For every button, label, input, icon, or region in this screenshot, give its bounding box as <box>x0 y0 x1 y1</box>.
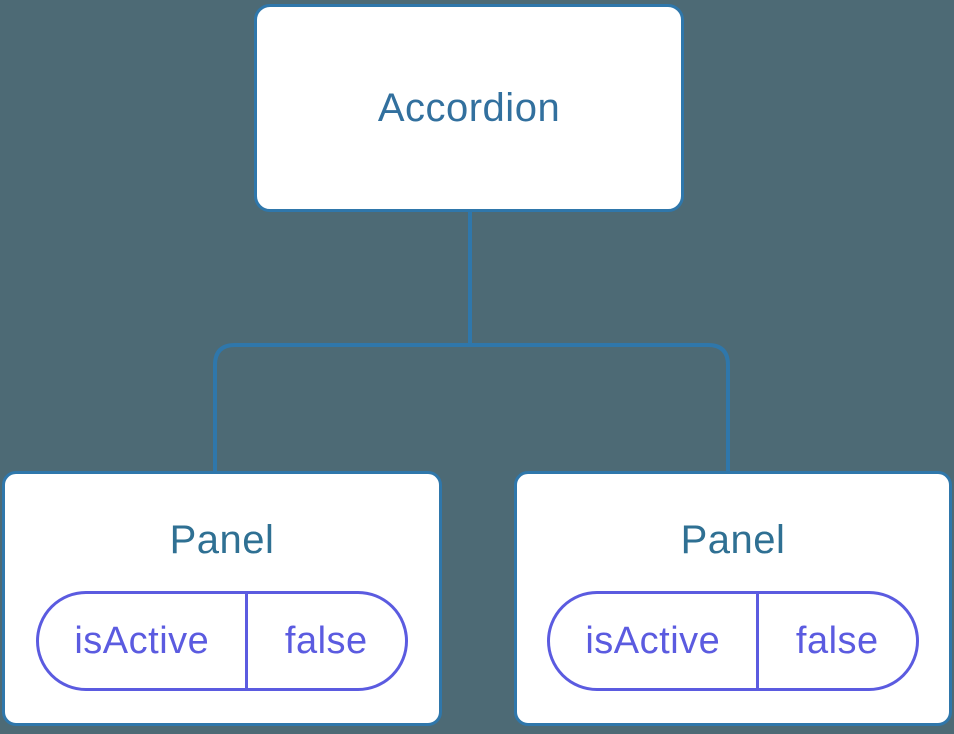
prop-value: false <box>284 619 368 662</box>
prop-pill: isActive false <box>36 591 408 691</box>
root-node-label: Accordion <box>377 85 561 130</box>
panel-node-left: Panel isActive false <box>2 471 442 726</box>
root-node-accordion: Accordion <box>254 4 684 212</box>
connector-bracket <box>213 343 730 474</box>
panel-node-label: Panel <box>169 518 275 562</box>
panel-node-label: Panel <box>680 518 786 562</box>
prop-value: false <box>795 619 879 662</box>
prop-name: isActive <box>39 594 248 688</box>
prop-pill: isActive false <box>547 591 919 691</box>
panel-node-right: Panel isActive false <box>514 471 952 726</box>
prop-name: isActive <box>550 594 759 688</box>
